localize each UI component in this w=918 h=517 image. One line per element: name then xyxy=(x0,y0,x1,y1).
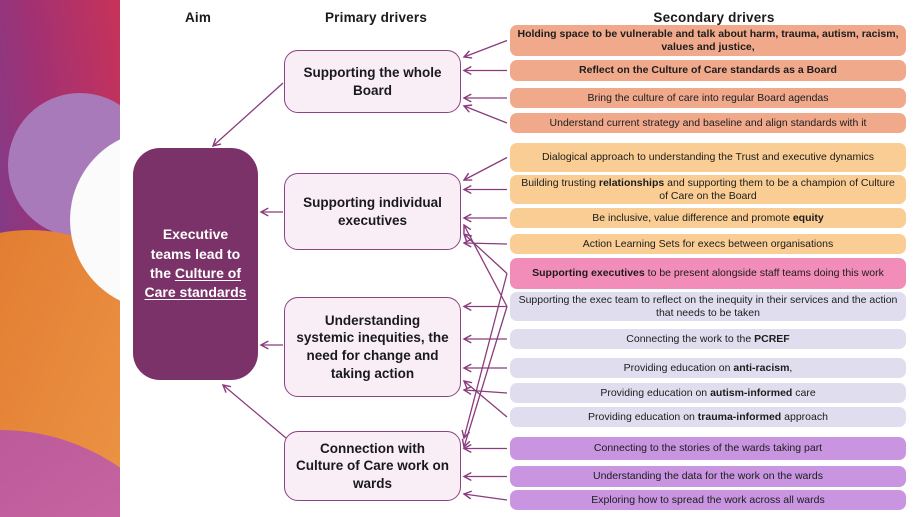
secondary-driver-bar: Reflect on the Culture of Care standards… xyxy=(510,60,906,81)
secondary-driver-bar: Exploring how to spread the work across … xyxy=(510,490,906,510)
left-decoration-graphic xyxy=(0,0,120,517)
primary-driver-understanding-systemic-inequities: Understanding systemic inequities, the n… xyxy=(284,297,461,397)
culture-of-care-standards-link[interactable]: Culture of Care standards xyxy=(144,265,247,301)
secondary-driver-bar: Providing education on autism-informed c… xyxy=(510,383,906,403)
secondary-driver-bar: Supporting executives to be present alon… xyxy=(510,258,906,289)
primary-driver-supporting-whole-board: Supporting the whole Board xyxy=(284,50,461,113)
aim-text: Executive teams lead to the Culture of C… xyxy=(143,225,248,302)
secondary-driver-bar: Bring the culture of care into regular B… xyxy=(510,88,906,108)
column-header-secondary-drivers: Secondary drivers xyxy=(653,9,775,25)
secondary-driver-bar: Understand current strategy and baseline… xyxy=(510,113,906,133)
secondary-driver-bar: Connecting to the stories of the wards t… xyxy=(510,437,906,460)
secondary-driver-bar: Understanding the data for the work on t… xyxy=(510,466,906,487)
secondary-driver-bar: Providing education on anti-racism, xyxy=(510,358,906,378)
secondary-driver-bar: Be inclusive, value difference and promo… xyxy=(510,208,906,228)
primary-driver-connection-with-wards: Connection with Culture of Care work on … xyxy=(284,431,461,501)
aim-box: Executive teams lead to the Culture of C… xyxy=(133,148,258,380)
secondary-driver-bar: Supporting the exec team to reflect on t… xyxy=(510,292,906,321)
secondary-driver-bar: Dialogical approach to understanding the… xyxy=(510,143,906,172)
primary-driver-supporting-individual-executives: Supporting individual executives xyxy=(284,173,461,250)
column-header-aim: Aim xyxy=(184,9,212,25)
secondary-driver-bar: Building trusting relationships and supp… xyxy=(510,175,906,204)
secondary-driver-bar: Providing education on trauma-informed a… xyxy=(510,407,906,427)
secondary-driver-bar: Holding space to be vulnerable and talk … xyxy=(510,25,906,56)
secondary-driver-bar: Action Learning Sets for execs between o… xyxy=(510,234,906,254)
aim-text-plain: Executive teams lead to the xyxy=(150,226,241,281)
secondary-driver-bar: Connecting the work to the PCREF xyxy=(510,329,906,349)
column-header-primary-drivers: Primary drivers xyxy=(324,9,428,25)
